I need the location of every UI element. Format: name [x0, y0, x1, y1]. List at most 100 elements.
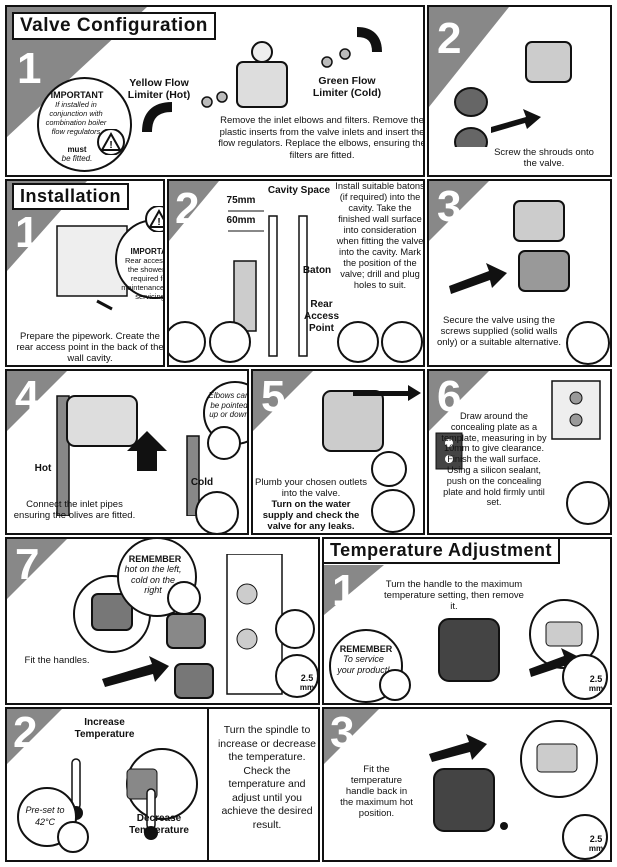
important-body: If installed in conjunction with combina… — [45, 100, 107, 136]
important-title: IMPORTANT — [50, 90, 104, 100]
in3-text: Secure the valve using the screws suppli… — [436, 315, 562, 348]
cold-label: Cold — [190, 477, 214, 488]
svg-text:!: ! — [109, 140, 112, 151]
check-icon — [207, 426, 241, 460]
wrench-tool-icon — [195, 491, 239, 533]
warning-triangle-icon: ! — [97, 129, 125, 155]
remember-title: REMEMBER — [128, 554, 182, 564]
header-temperature-adjustment: Temperature Adjustment — [324, 539, 561, 564]
panel-installation-3: 3 Secure the valve using the screws supp… — [427, 179, 612, 367]
hex-unit: mm — [588, 684, 604, 693]
step-number: 5 — [261, 372, 286, 421]
valve-screws-illustration — [449, 200, 570, 294]
spindle-illustration — [69, 748, 198, 840]
elbows-bubble-text: Elbows can be pointed up or down — [208, 391, 249, 419]
hex-unit: mm — [299, 683, 315, 692]
hex-key-tool-icon — [562, 814, 608, 860]
handle-refit-illustration — [429, 720, 598, 832]
green-flow-label: Green Flow Limiter (Cold) — [312, 75, 382, 99]
drill-tool-icon — [209, 321, 251, 363]
ta2-text: Turn the spindle to increase or decrease… — [217, 724, 317, 831]
hex-key-tool-icon — [562, 654, 608, 700]
in7-text: Fit the handles. — [24, 655, 90, 666]
check-icon — [167, 581, 201, 615]
hex-key-tool-icon — [275, 654, 318, 698]
template-plate-illustration — [435, 432, 463, 470]
hot-label: Hot — [34, 463, 52, 474]
concealing-plate-illustration — [551, 380, 601, 440]
panel-temp-adjust-2: 2 Increase Temperature Decrease Temperat… — [5, 707, 320, 862]
important-warning — [37, 77, 132, 172]
sealant-gun-tool-icon — [566, 481, 610, 525]
spirit-level-tool-icon — [381, 321, 423, 363]
important-must: must — [67, 145, 87, 154]
panel-installation-7: 7 REMEMBER hot on the left, cold on the … — [5, 537, 320, 705]
remember-bubble — [329, 629, 403, 703]
step-number: 6 — [437, 372, 462, 421]
important-body: Rear access to the shower is required fo… — [121, 256, 165, 301]
hex-size: 2.5 — [589, 834, 603, 844]
warning-triangle-icon: ! — [145, 206, 163, 232]
panel-installation-1: 1 IMPORTANT Rear access to the shower is… — [5, 179, 165, 367]
panel-installation-4: 4 Hot Cold Elbows can be pointed up or d… — [5, 369, 249, 535]
valve-exploded-illustration — [142, 27, 382, 133]
screwdriver-tool-icon — [566, 321, 610, 365]
panel-temp-adjust-3: 3 Fit the temperature handle back in the… — [322, 707, 612, 862]
check-icon — [57, 821, 89, 853]
cavity-space-label: Cavity Space — [267, 185, 331, 196]
step-number: 2 — [437, 14, 462, 63]
step-number: 2 — [13, 708, 38, 757]
header-installation: Installation — [12, 183, 130, 210]
check-icon — [379, 669, 411, 701]
wrench-tool-icon — [371, 489, 415, 533]
increase-temperature-label: Increase Temperature — [74, 717, 135, 740]
ta1-text: Turn the handle to the maximum temperatu… — [384, 579, 524, 612]
in1-text: Prepare the pipework. Create the rear ac… — [16, 331, 164, 364]
step-number: 1 — [15, 208, 40, 257]
rear-access-label: Rear Access Point — [303, 299, 340, 334]
header-valve-configuration: Valve Configuration — [12, 12, 216, 40]
baton-label: Baton — [302, 265, 332, 276]
step-number: 4 — [15, 372, 40, 421]
outlet-plumbing-illustration — [322, 385, 421, 452]
vc1-instructions: Remove the inlet elbows and filters. Rem… — [218, 115, 425, 161]
panel-installation-5: 5 Plumb your chosen outlets into the val… — [251, 369, 425, 535]
panel-installation-6: 6 Draw around the concealing plate as a … — [427, 369, 612, 535]
remember-body: To service your product! — [337, 654, 390, 675]
in4-text: Connect the inlet pipes ensuring the oli… — [13, 499, 136, 521]
panel-valve-config-2: 2 Screw the shrouds onto the valve. — [427, 5, 612, 177]
remember-body: hot on the left, cold on the right — [124, 564, 182, 595]
in6-text: Draw around the concealing plate as a te… — [441, 411, 547, 508]
step-number: 7 — [15, 540, 40, 589]
preset-text: Pre-set to 42°C — [25, 805, 65, 827]
in2-text: Install suitable batons (if required) in… — [335, 181, 425, 290]
screwdriver-tool-icon — [275, 609, 315, 649]
step-number: 1 — [17, 44, 42, 93]
decrease-temperature-label: Decrease Temperature — [129, 813, 189, 836]
svg-text:!: ! — [157, 217, 160, 228]
panel-valve-config-1: 1 IMPORTANT If installed in conjunction … — [5, 5, 425, 177]
panel-installation-2: 2 75mm 60mm Cavity Space Baton Rear Acce… — [167, 179, 425, 367]
hex-size: 2.5 — [589, 674, 603, 684]
ta3-text: Fit the temperature handle back in the m… — [340, 764, 413, 819]
in5-text1: Plumb your chosen outlets into the valve… — [255, 477, 367, 499]
pencil-tool-icon — [337, 321, 379, 363]
in5-text2: Turn on the water supply and check the v… — [262, 499, 360, 532]
step-number: 3 — [437, 182, 462, 231]
hex-unit: mm — [588, 844, 604, 853]
dimension-75mm: 75mm — [226, 195, 256, 206]
handle-fitting-illustration — [73, 554, 283, 699]
yellow-flow-label: Yellow Flow Limiter (Hot) — [127, 77, 191, 101]
goggles-tool-icon — [169, 321, 206, 363]
check-icon — [371, 451, 407, 487]
step-number: 3 — [330, 708, 355, 757]
important-title: IMPORTANT — [130, 247, 163, 256]
important-be-fitted: be fitted. — [61, 154, 93, 163]
dimension-60mm: 60mm — [226, 215, 256, 226]
step-number: 1 — [332, 566, 357, 615]
hex-size: 2.5 — [300, 673, 314, 683]
remember-title: REMEMBER — [339, 644, 393, 654]
vc2-text: Screw the shrouds onto the valve. — [494, 147, 594, 169]
step-number: 2 — [175, 184, 200, 233]
panel-temp-adjust-1: Temperature Adjustment 1 Turn the handle… — [322, 537, 612, 705]
